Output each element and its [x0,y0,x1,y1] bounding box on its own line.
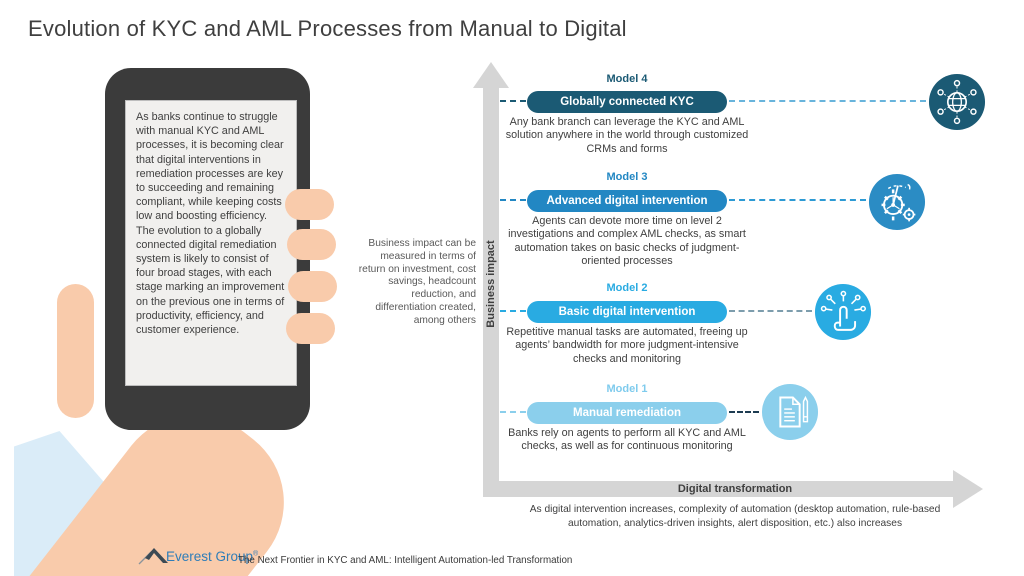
y-axis [483,86,499,497]
page-title: Evolution of KYC and AML Processes from … [28,16,627,41]
everest-group-wordmark: Everest Group® [166,549,258,564]
model-4-label: Model 4 [606,73,648,85]
x-axis-arrowhead-icon [953,470,983,508]
model-3-label: Model 3 [606,171,648,183]
model-1-left-connector [500,411,526,413]
model-1-right-connector [729,411,759,413]
model-1-pill: Manual remediation [527,402,727,424]
globe-network-icon [928,73,986,131]
finger-shape [287,229,336,260]
model-3-left-connector [500,199,526,201]
hand-phone-illustration: As banks continue to struggle with manua… [0,58,350,576]
model-4-left-connector [500,100,526,102]
thumb-shape [57,284,94,418]
model-2-description: Repetitive manual tasks are automated, f… [506,326,748,365]
y-axis-arrowhead-icon [473,62,509,88]
registered-mark: ® [253,550,259,558]
finger-shape [286,313,335,344]
x-axis-label: Digital transformation [677,483,793,495]
automation-gears-icon [868,173,926,231]
model-2-label: Model 2 [606,282,648,294]
x-axis [483,481,953,497]
finger-shape [285,189,334,220]
business-impact-note: Business impact can be measured in terms… [358,238,476,326]
model-3-right-connector [729,199,866,201]
footer-caption: The Next Frontier in KYC and AML: Intell… [238,555,573,566]
model-3-description: Agents can devote more time on level 2 i… [508,215,746,268]
touch-automation-icon [814,283,872,341]
everest-group-name: Everest Group [166,549,254,564]
model-4-description: Any bank branch can leverage the KYC and… [505,116,749,155]
everest-group-logo-icon [138,548,168,565]
phone-screen-text: As banks continue to struggle with manua… [125,100,297,386]
finger-shape [288,271,337,302]
digital-transformation-note: As digital intervention increases, compl… [529,504,941,529]
model-2-pill: Basic digital intervention [527,301,727,323]
model-4-pill: Globally connected KYC [527,91,727,113]
model-1-description: Banks rely on agents to perform all KYC … [508,427,746,453]
model-3-pill: Advanced digital intervention [527,190,727,212]
model-2-right-connector [729,310,812,312]
model-1-label: Model 1 [606,383,648,395]
y-axis-label: Business impact [485,240,497,328]
model-4-right-connector [729,100,926,102]
document-pen-icon [761,383,819,441]
model-2-left-connector [500,310,526,312]
